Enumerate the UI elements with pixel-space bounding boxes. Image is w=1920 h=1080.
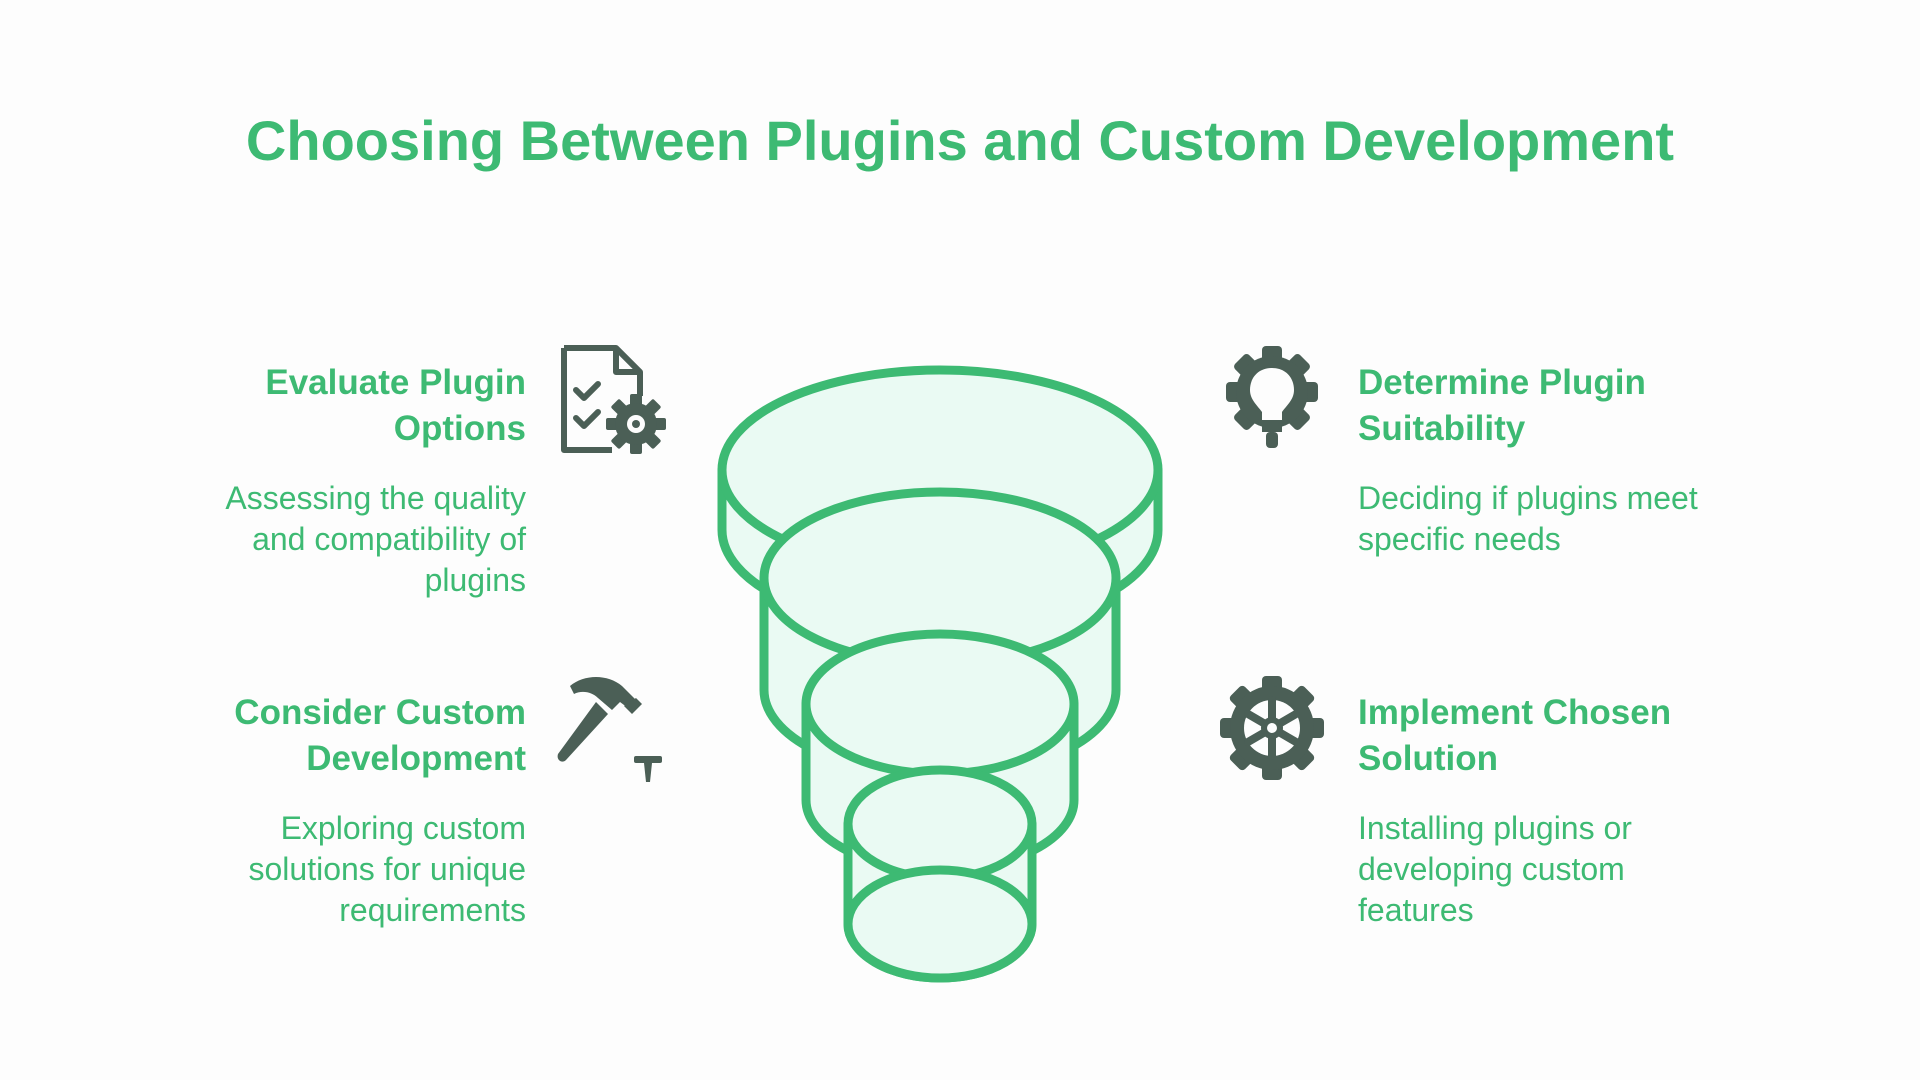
step-heading: Implement Chosen Solution (1358, 690, 1778, 782)
step-description-line: specific needs (1358, 521, 1561, 557)
funnel-diagram (717, 365, 1163, 983)
step-heading-line: Determine Plugin (1358, 363, 1646, 402)
step-description: Assessing the quality and compatibility … (106, 478, 526, 601)
step-heading-line: Development (306, 739, 526, 778)
hammer-nail-icon (557, 677, 662, 782)
step-description-line: and compatibility of (252, 521, 526, 557)
step-description-line: plugins (424, 562, 526, 598)
step-implement-chosen-solution: Implement Chosen Solution Installing plu… (1358, 690, 1778, 931)
step-description-line: solutions for unique (248, 851, 526, 887)
step-determine-plugin-suitability: Determine Plugin Suitability Deciding if… (1358, 360, 1778, 560)
step-description-line: features (1358, 892, 1474, 928)
step-evaluate-plugin-options: Evaluate Plugin Options Assessing the qu… (106, 360, 526, 601)
step-description-line: requirements (339, 892, 526, 928)
step-description-line: Installing plugins or (1358, 810, 1632, 846)
gear-wheel-icon (1220, 676, 1324, 780)
step-heading-line: Consider Custom (234, 693, 526, 732)
gear-lightbulb-icon (1226, 346, 1318, 448)
checklist-gear-icon (561, 345, 666, 454)
page-title: Choosing Between Plugins and Custom Deve… (245, 109, 1675, 172)
step-heading-line: Options (393, 409, 526, 448)
step-heading-line: Evaluate Plugin (265, 363, 526, 402)
step-heading: Determine Plugin Suitability (1358, 360, 1778, 452)
step-heading-line: Implement Chosen (1358, 693, 1672, 732)
step-description-line: Assessing the quality (225, 480, 526, 516)
step-description: Deciding if plugins meet specific needs (1358, 478, 1778, 560)
step-heading: Evaluate Plugin Options (106, 360, 526, 452)
funnel-tier-4 (843, 765, 1037, 983)
step-description-line: developing custom (1358, 851, 1625, 887)
step-heading-line: Solution (1358, 739, 1498, 778)
step-consider-custom-development: Consider Custom Development Exploring cu… (106, 690, 526, 931)
step-heading-line: Suitability (1358, 409, 1526, 448)
step-heading: Consider Custom Development (106, 690, 526, 782)
step-description: Exploring custom solutions for unique re… (106, 808, 526, 931)
step-description-line: Exploring custom (280, 810, 526, 846)
step-description-line: Deciding if plugins meet (1358, 480, 1698, 516)
step-description: Installing plugins or developing custom … (1358, 808, 1778, 931)
